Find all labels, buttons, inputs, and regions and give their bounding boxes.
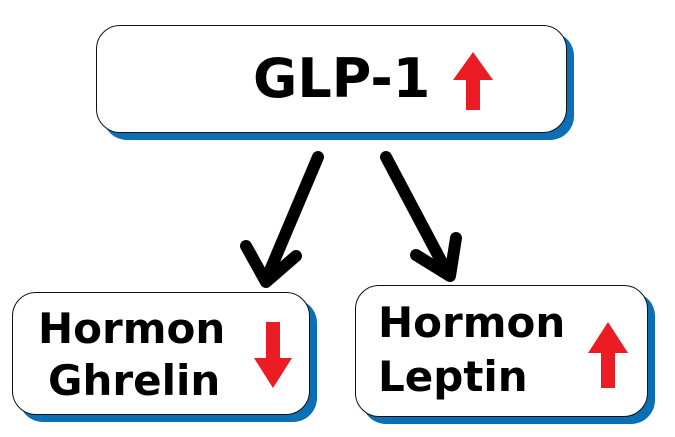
ghrelin-line1: Hormon	[38, 304, 226, 353]
leptin-line2: Leptin	[378, 352, 528, 401]
ghrelin-down-arrow-icon	[254, 322, 292, 388]
glp1-label: GLP-1	[253, 47, 431, 110]
leptin-line1: Hormon	[378, 298, 566, 347]
leptin-up-arrow-icon	[588, 322, 628, 388]
ghrelin-line2: Ghrelin	[48, 356, 221, 405]
connector-arrow-left	[240, 151, 324, 288]
glp1-up-arrow-icon	[453, 52, 493, 110]
ghrelin-node	[12, 292, 310, 415]
connector-arrow-right	[380, 151, 462, 282]
